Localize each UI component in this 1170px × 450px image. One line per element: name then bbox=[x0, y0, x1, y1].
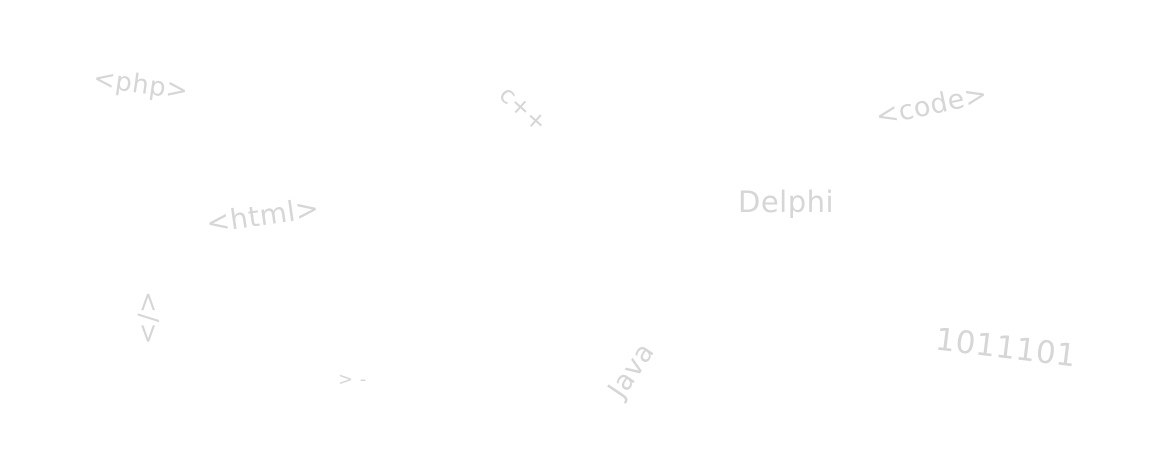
php-tag-text: <php> bbox=[91, 63, 191, 107]
code-tag-text: <code> bbox=[873, 78, 991, 133]
html-tag-text: <html> bbox=[204, 191, 322, 240]
java-text: Java bbox=[602, 337, 661, 404]
binary-text: 1011101 bbox=[933, 321, 1079, 375]
close-tag-text: </> bbox=[132, 291, 163, 345]
arrow-prompt-text: > - bbox=[338, 369, 367, 390]
cpp-text: c++ bbox=[493, 80, 554, 138]
delphi-text: Delphi bbox=[738, 185, 835, 219]
